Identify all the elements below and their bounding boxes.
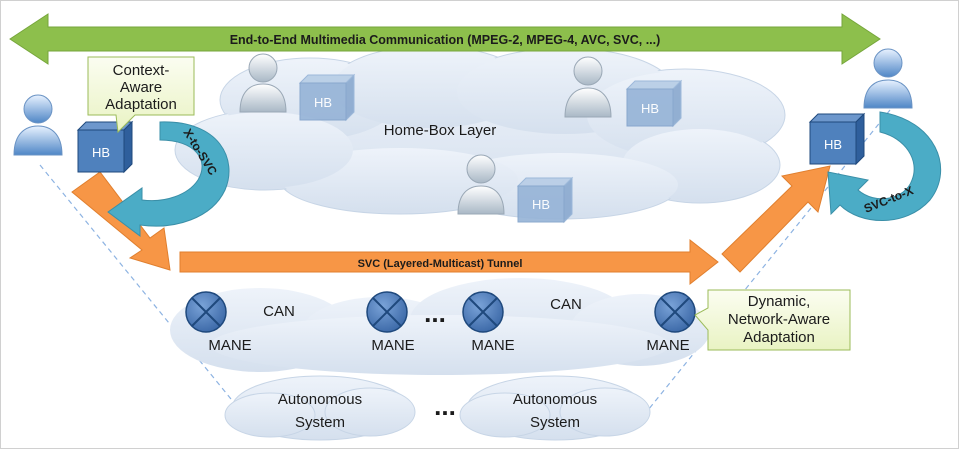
autonomous-system-ellipsis: ...: [434, 391, 456, 421]
user-icon-cloud-3: [457, 154, 505, 215]
network-aware-line-3: Adaptation: [743, 329, 815, 346]
mane-label: MANE: [208, 337, 251, 354]
network-aware-line-1: Dynamic,: [748, 293, 811, 310]
mane-label: MANE: [371, 337, 414, 354]
user-icon-cloud-2: [564, 56, 612, 118]
hb-label: HB: [532, 197, 550, 212]
user-icon-cloud-1: [239, 53, 287, 113]
autonomous-system-left-line-1: Autonomous: [278, 391, 362, 408]
up-right-arrow: [721, 165, 831, 273]
hb-label: HB: [92, 145, 110, 160]
mane-node-4: [654, 291, 696, 333]
end-to-end-label: End-to-End Multimedia Communication (MPE…: [230, 33, 661, 47]
hb-box-left: HB: [76, 120, 134, 174]
home-box-layer-label: Home-Box Layer: [384, 122, 497, 139]
end-to-end-arrow: [9, 13, 881, 65]
autonomous-system-left-line-2: System: [295, 414, 345, 431]
hb-label: HB: [641, 101, 659, 116]
mane-label: MANE: [471, 337, 514, 354]
context-aware-line-3: Adaptation: [105, 96, 177, 113]
can-ellipsis: ...: [424, 298, 446, 328]
svc-to-x-curl: [827, 111, 942, 221]
tunnel-arrow: [179, 238, 719, 286]
user-icon-right: [863, 48, 913, 109]
network-aware-callout: Dynamic, Network-Aware Adaptation: [694, 289, 851, 351]
mane-node-2: [366, 291, 408, 333]
context-aware-callout: Context- Aware Adaptation: [87, 56, 195, 134]
hb-box-cloud-1: HB: [298, 73, 356, 122]
can-label: CAN: [550, 296, 582, 313]
user-icon-left: [13, 94, 63, 156]
autonomous-system-cloud-right: [459, 375, 651, 441]
autonomous-system-right-line-2: System: [530, 414, 580, 431]
mane-node-1: [185, 291, 227, 333]
x-to-svc-curl: [107, 121, 230, 237]
hb-label: HB: [824, 137, 842, 152]
autonomous-system-cloud-left: [224, 375, 416, 441]
context-aware-line-2: Aware: [120, 79, 162, 96]
autonomous-system-right-line-1: Autonomous: [513, 391, 597, 408]
hb-box-cloud-3: HB: [516, 176, 574, 224]
mane-label: MANE: [646, 337, 689, 354]
mane-node-3: [462, 291, 504, 333]
hb-box-right: HB: [808, 112, 866, 166]
context-aware-line-1: Context-: [113, 62, 170, 79]
hb-box-cloud-2: HB: [625, 79, 683, 128]
tunnel-label: SVC (Layered-Multicast) Tunnel: [358, 258, 523, 270]
hb-label: HB: [314, 95, 332, 110]
dashed-line-left: [39, 164, 241, 411]
can-label: CAN: [263, 303, 295, 320]
network-aware-line-2: Network-Aware: [728, 311, 830, 328]
